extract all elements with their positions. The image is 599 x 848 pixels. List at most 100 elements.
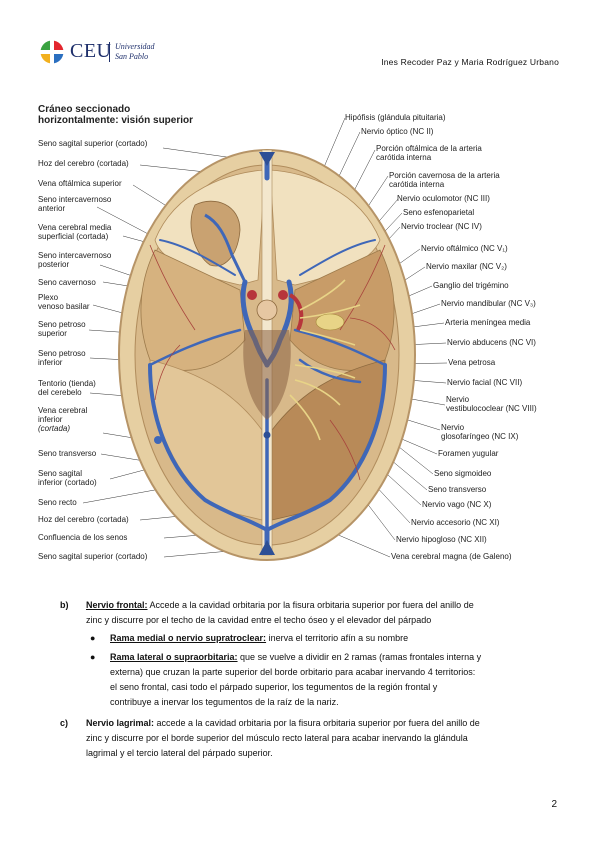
- label-left-12c: (cortada): [38, 424, 71, 433]
- item-c-body: Nervio lagrimal: accede a la cavidad orb…: [86, 716, 564, 761]
- sagittal-sinus-front: [259, 152, 275, 166]
- item-b-heading: Nervio frontal:: [86, 600, 148, 610]
- ceu-logo-icon: [40, 40, 64, 64]
- sagittal-sinus-back: [259, 540, 275, 555]
- label-left-3: Vena oftálmica superior: [38, 179, 122, 188]
- label-left-9a: Seno petroso: [38, 320, 86, 329]
- label-left-14a: Seno sagital: [38, 469, 83, 478]
- label-right-4b: carótida interna: [389, 180, 445, 189]
- sub-item-lateral-text-2: externa) que cruzan la parte superior de…: [110, 667, 476, 677]
- item-b-marker: b): [60, 600, 69, 610]
- university-line1: Universidad: [115, 42, 155, 51]
- sub-item-lateral-text-3: el seno frontal, casi todo el párpado su…: [110, 682, 438, 692]
- item-c-text-2: zinc y discurre por el borde superior de…: [86, 733, 468, 743]
- figure-title-line1: Cráneo seccionado: [38, 104, 131, 115]
- label-right-10: Ganglio del trigémino: [433, 281, 509, 290]
- item-c-text-3: lagrimal y el tercio lateral del párpado…: [86, 748, 273, 758]
- label-left-8a: Plexo: [38, 293, 59, 302]
- label-right-1: Hipófisis (glándula pituitaria): [345, 113, 446, 122]
- inferior-cerebral-vein: [154, 436, 162, 444]
- item-c-heading: Nervio lagrimal:: [86, 718, 155, 728]
- label-right-3a: Porción oftálmica de la arteria: [376, 144, 482, 153]
- label-left-10a: Seno petroso: [38, 349, 86, 358]
- bullet-1-icon: ●: [90, 633, 96, 643]
- carotid-right: [278, 290, 288, 300]
- university-name: Universidad San Pablo: [115, 42, 155, 62]
- label-right-15: Nervio facial (NC VII): [447, 378, 523, 387]
- label-right-18: Foramen yugular: [438, 449, 499, 458]
- authors: Ines Recoder Paz y Maria Rodríguez Urban…: [381, 57, 559, 67]
- label-left-4b: anterior: [38, 204, 66, 213]
- label-right-11: Nervio mandibular (NC V₃): [441, 299, 536, 308]
- logo-divider: [109, 42, 110, 62]
- label-right-17a: Nervio: [441, 423, 465, 432]
- sub-item-medial-text: inerva el territorio afín a su nombre: [266, 633, 409, 643]
- label-right-6: Seno esfenoparietal: [403, 208, 475, 217]
- label-right-22: Nervio accesorio (NC XI): [411, 518, 500, 527]
- label-left-11a: Tentorio (tienda): [38, 379, 96, 388]
- skull-illustration: [82, 117, 448, 561]
- carotid-cavernous-right: [288, 293, 304, 331]
- label-left-7: Seno cavernoso: [38, 278, 96, 287]
- pituitary: [256, 299, 278, 321]
- sub-item-lateral: Rama lateral o supraorbitaria: que se vu…: [110, 650, 564, 710]
- item-b-text-2: zinc y discurre por el techo de la cavid…: [86, 615, 432, 625]
- label-left-6a: Seno intercavernoso: [38, 251, 112, 260]
- label-right-5: Nervio oculomotor (NC III): [397, 194, 490, 203]
- label-right-8: Nervio oftálmico (NC V₁): [421, 244, 508, 253]
- figure-title-line2: horizontalmente: visión superior: [38, 115, 194, 126]
- label-left-17: Confluencia de los senos: [38, 533, 128, 542]
- label-left-14b: inferior (cortado): [38, 478, 97, 487]
- label-right-3b: carótida interna: [376, 153, 432, 162]
- label-left-13: Seno transverso: [38, 449, 97, 458]
- page-number: 2: [551, 799, 557, 810]
- label-right-2: Nervio óptico (NC II): [361, 127, 434, 136]
- sub-item-lateral-text-1: que se vuelve a dividir en 2 ramas (rama…: [237, 652, 482, 662]
- label-left-9b: superior: [38, 329, 67, 338]
- great-cerebral-vein: [263, 431, 271, 439]
- bullet-2-icon: ●: [90, 652, 96, 662]
- brand-name: CEU: [70, 40, 112, 62]
- label-right-7: Nervio troclear (NC IV): [401, 222, 482, 231]
- orbit-left: [190, 200, 241, 267]
- label-right-24: Vena cerebral magna (de Galeno): [391, 552, 512, 561]
- label-left-5b: superficial (cortada): [38, 232, 109, 241]
- label-right-16a: Nervio: [446, 395, 470, 404]
- label-left-6b: posterior: [38, 260, 70, 269]
- item-c-marker-text: c): [60, 718, 69, 728]
- label-left-8b: venoso basilar: [38, 302, 90, 311]
- sub-item-medial-heading: Rama medial o nervio supratroclear:: [110, 633, 267, 643]
- figure-title: Cráneo seccionado horizontalmente: visió…: [38, 104, 193, 126]
- label-right-21: Nervio vago (NC X): [422, 500, 492, 509]
- university-line2: San Pablo: [115, 52, 149, 61]
- trigeminal-ganglion: [315, 313, 345, 331]
- label-left-5a: Vena cerebral media: [38, 223, 112, 232]
- label-left-4a: Seno intercavernoso: [38, 195, 112, 204]
- label-right-9: Nervio maxilar (NC V₂): [426, 262, 507, 271]
- label-left-15: Seno recto: [38, 498, 77, 507]
- sub-item-medial: Rama medial o nervio supratroclear: iner…: [110, 631, 562, 646]
- label-right-17b: glosofaríngeo (NC IX): [441, 432, 519, 441]
- label-right-14: Vena petrosa: [448, 358, 496, 367]
- item-b: b): [60, 598, 560, 613]
- item-b-body: Nervio frontal: Accede a la cavidad orbi…: [86, 598, 564, 628]
- label-left-11b: del cerebelo: [38, 388, 82, 397]
- cranial-nerves: [289, 279, 361, 441]
- label-right-16b: vestibulococlear (NC VIII): [446, 404, 537, 413]
- label-right-4a: Porción cavernosa de la arteria: [389, 171, 500, 180]
- label-right-13: Nervio abducens (NC VI): [447, 338, 536, 347]
- sub-item-lateral-text-4: contribuye a inervar los tegumentos de l…: [110, 697, 339, 707]
- label-right-12: Arteria meníngea media: [445, 318, 531, 327]
- label-left-12a: Vena cerebral: [38, 406, 88, 415]
- item-b-text-1: Accede a la cavidad orbitaria por la fis…: [147, 600, 474, 610]
- label-left-1: Seno sagital superior (cortado): [38, 139, 148, 148]
- carotid-left: [247, 290, 257, 300]
- label-left-18: Seno sagital superior (cortado): [38, 552, 148, 561]
- item-c-text-1: accede a la cavidad orbitaria por la fis…: [154, 718, 480, 728]
- item-c-marker: c): [60, 716, 68, 731]
- label-right-23: Nervio hipogloso (NC XII): [396, 535, 487, 544]
- label-left-2: Hoz del cerebro (cortada): [38, 159, 129, 168]
- label-left-16: Hoz del cerebro (cortada): [38, 515, 129, 524]
- label-right-20: Seno transverso: [428, 485, 487, 494]
- label-left-12b: inferior: [38, 415, 63, 424]
